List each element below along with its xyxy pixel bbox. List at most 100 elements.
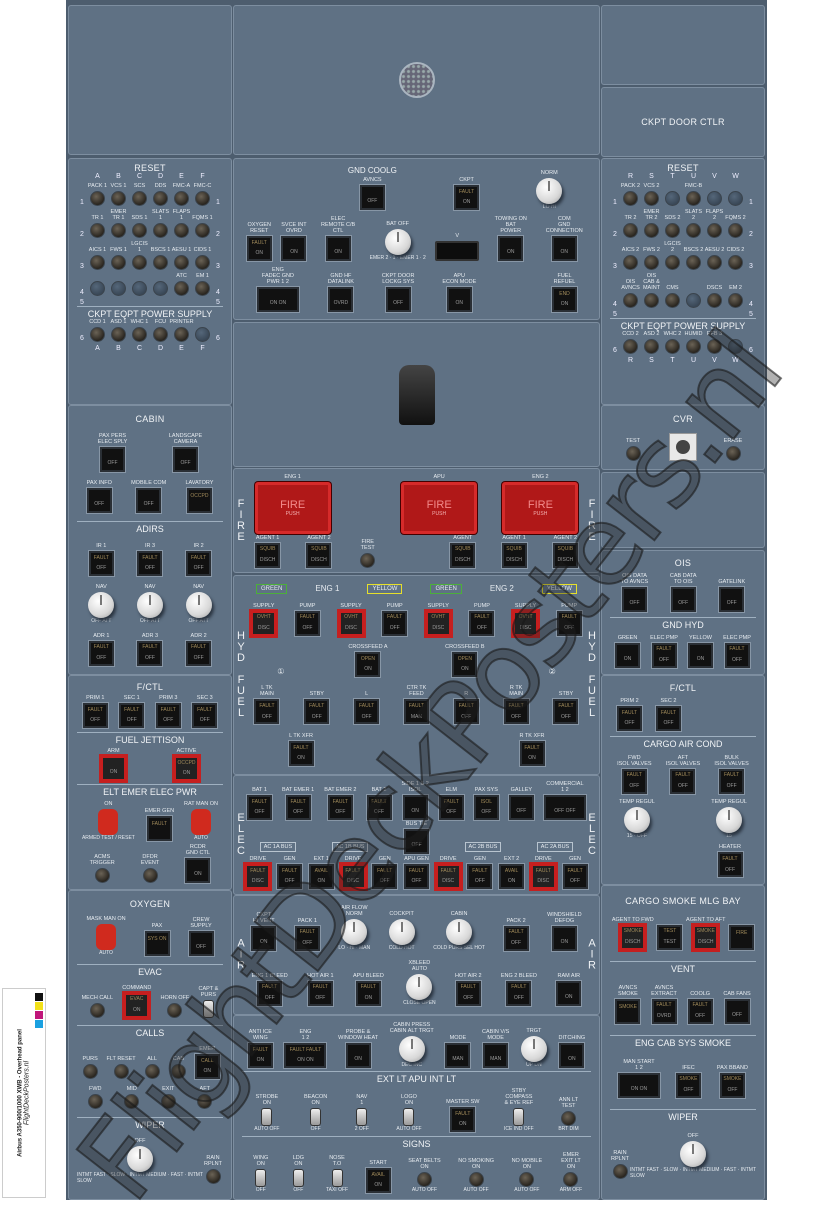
pushbutton[interactable]: SMOKE [615, 998, 641, 1024]
reset-button-item[interactable] [725, 189, 746, 206]
reset-button-emer-tr-2[interactable]: EMER TR 2 [641, 209, 662, 238]
mech-call-light[interactable]: MECH CALL [82, 995, 113, 1018]
reset-button-item[interactable] [129, 279, 150, 296]
reset-button-icon[interactable] [665, 255, 680, 270]
pushbutton[interactable]: FAULT [146, 815, 172, 841]
toggle-switch-icon[interactable] [292, 1169, 304, 1188]
pushbutton[interactable]: OFF [724, 998, 750, 1024]
rotary-knob-icon[interactable] [536, 178, 563, 204]
supply-button-ccd-2[interactable]: CCD 2 [620, 331, 641, 354]
reset-button-icon[interactable] [195, 223, 210, 238]
pushbutton[interactable]: ON [251, 925, 277, 951]
supply-button-fcu[interactable]: FCU [150, 319, 171, 342]
reset-button-item[interactable] [704, 189, 725, 206]
supply-button-icon[interactable] [686, 339, 701, 354]
rotary-knob-icon[interactable] [384, 229, 411, 255]
reset-button-flaps-1[interactable]: FLAPS 1 [171, 209, 192, 238]
aft-light[interactable]: AFT [195, 1086, 215, 1110]
reset-button-icon[interactable] [686, 191, 701, 206]
item-pb[interactable]: FIRE [729, 924, 755, 950]
reset-button-icon[interactable] [174, 281, 189, 296]
reset-button-dds[interactable]: DDS [150, 183, 171, 206]
toggle-switch-icon[interactable] [261, 1107, 273, 1126]
rotary-knob-icon[interactable] [680, 1140, 706, 1167]
reset-button-slats-1[interactable]: SLATS 1 [150, 209, 171, 238]
round-button-icon[interactable] [160, 1094, 176, 1110]
round-button-icon[interactable] [468, 1172, 484, 1188]
reset-button-icon[interactable] [707, 255, 722, 270]
rotary-knob-icon[interactable] [341, 918, 368, 945]
reset-button-icon[interactable] [111, 223, 126, 238]
overhead-handle-icon[interactable] [398, 364, 435, 425]
reset-button-vcs-2[interactable]: VCS 2 [641, 183, 662, 206]
supply-button-asd-1[interactable]: ASD 1 [108, 319, 129, 342]
exit-light[interactable]: EXIT [158, 1086, 178, 1110]
reset-button-icon[interactable] [132, 191, 147, 206]
reset-button-fqms-1[interactable]: FQMS 1 [192, 215, 213, 238]
pushbutton[interactable]: ON [446, 287, 472, 312]
reset-button-icon[interactable] [111, 191, 126, 206]
reset-button-icon[interactable] [195, 255, 210, 270]
reset-button-icon[interactable] [153, 281, 168, 296]
pushbutton[interactable]: OFF [173, 446, 199, 472]
reset-button-icon[interactable] [153, 223, 168, 238]
rain-rplnt-light[interactable]: RAIN RPLNT [610, 1150, 630, 1179]
supply-button-asd-2[interactable]: ASD 2 [641, 331, 662, 354]
pushbutton[interactable]: ON [281, 236, 307, 261]
pushbutton[interactable]: ON [551, 925, 577, 951]
reset-button-icon[interactable] [665, 191, 680, 206]
rotary-knob-icon[interactable] [623, 806, 650, 833]
reset-button-icon[interactable] [728, 293, 743, 308]
reset-button-icon[interactable] [665, 293, 680, 308]
reset-button-fmc-b[interactable]: FMC-B [683, 183, 704, 206]
round-button-icon[interactable] [167, 1002, 183, 1018]
